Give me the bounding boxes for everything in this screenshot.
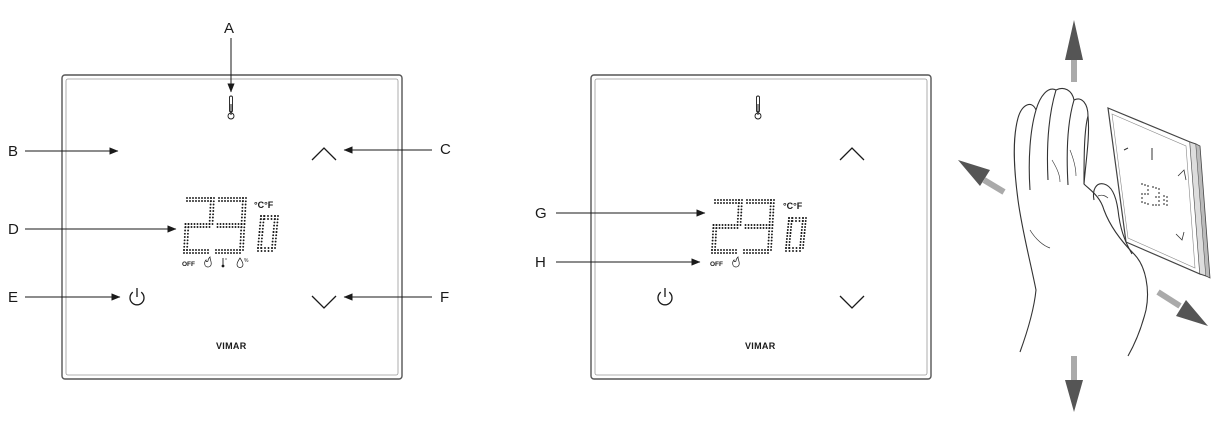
motion-arrow-icon (958, 20, 1208, 412)
device-frame-inner (594, 78, 928, 376)
callout-g: G (535, 205, 706, 222)
chevron-up-icon[interactable] (311, 147, 337, 161)
humidity-icon: % (236, 257, 249, 268)
callout-h: H (535, 254, 701, 271)
svg-text:B: B (8, 143, 18, 160)
status-off-label: OFF (710, 261, 723, 268)
chevron-up-icon[interactable] (839, 147, 865, 161)
thermostat-side-view (1107, 107, 1211, 279)
decimal-display (785, 217, 807, 252)
status-off-label: OFF (182, 261, 195, 268)
thermostat-front-view-left: °C°F OFF % VIMAR (61, 74, 403, 380)
brand-logo: VIMAR (216, 341, 247, 351)
callout-c: C (343, 141, 451, 158)
thermostat-front-view-right: °C°F OFF VIMAR (590, 74, 932, 380)
power-icon[interactable] (129, 288, 145, 306)
thermometer-icon (227, 95, 235, 120)
hand-icon (1013, 87, 1149, 357)
svg-text:D: D (8, 221, 19, 238)
thermometer-small-icon (221, 258, 227, 268)
brand-logo: VIMAR (745, 341, 776, 351)
temperature-display (711, 199, 775, 254)
gesture-illustration (958, 20, 1211, 412)
svg-text:F: F (440, 289, 449, 306)
flame-icon (732, 256, 740, 268)
units-label: °C°F (254, 200, 274, 210)
svg-text:%: % (244, 258, 249, 264)
svg-text:G: G (535, 205, 547, 222)
flame-icon (204, 256, 212, 268)
callout-e: E (8, 289, 121, 306)
callout-f: F (343, 289, 449, 306)
svg-text:E: E (8, 289, 18, 306)
temperature-display (183, 197, 247, 254)
callout-b: B (8, 143, 119, 160)
callout-d: D (8, 221, 177, 238)
chevron-down-icon[interactable] (311, 295, 337, 309)
device-frame-outer (590, 74, 932, 380)
chevron-down-icon[interactable] (839, 295, 865, 309)
power-icon[interactable] (657, 288, 673, 306)
device-frame-inner (65, 78, 399, 376)
thermometer-icon (754, 95, 762, 120)
svg-text:H: H (535, 254, 546, 271)
units-label: °C°F (783, 201, 803, 211)
svg-text:C: C (440, 141, 451, 158)
svg-text:A: A (224, 20, 234, 37)
callout-a: A (224, 20, 235, 93)
decimal-display (257, 215, 279, 252)
